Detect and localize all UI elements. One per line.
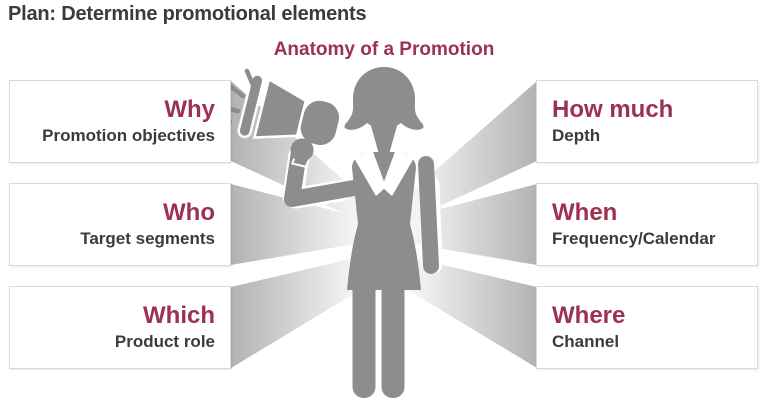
promo-box-why: Why Promotion objectives [9,80,231,163]
box-keyword: How much [552,95,674,123]
beam-bottom-right [388,252,537,368]
beam-bottom-left [231,252,380,368]
neck [371,126,397,165]
diagram-subtitle: Anatomy of a Promotion [273,39,495,60]
box-label: Frequency/Calendar [552,229,716,249]
promo-box-how-much: How much Depth [536,80,758,163]
box-label: Channel [552,332,620,352]
box-keyword: Why [164,95,215,123]
right-leg [381,270,405,398]
upper-arm [284,180,362,207]
torso [347,152,421,290]
box-keyword: Who [163,198,215,226]
box-label: Target segments [80,229,215,249]
megaphone-rim [237,73,265,139]
promo-box-which: Which Product role [9,286,231,369]
box-label: Depth [552,126,601,146]
box-keyword: Where [552,301,626,329]
promo-box-when: When Frequency/Calendar [536,183,758,266]
promo-box-where: Where Channel [536,286,758,369]
box-keyword: When [552,198,618,226]
page-title: Plan: Determine promotional elements [8,3,367,25]
left-leg [352,270,376,398]
box-label: Product role [114,332,215,352]
hanging-arm [418,156,439,274]
box-keyword: Which [143,301,215,329]
collar-right [382,149,414,196]
beam-middle-left [231,184,378,265]
woman-silhouette [222,67,443,398]
megaphone-back [298,98,342,148]
head [344,67,424,130]
collar-left [354,149,386,196]
hand [290,138,314,162]
megaphone-cone [252,77,308,139]
promo-box-who: Who Target segments [9,183,231,266]
box-label: Promotion objectives [42,126,215,146]
